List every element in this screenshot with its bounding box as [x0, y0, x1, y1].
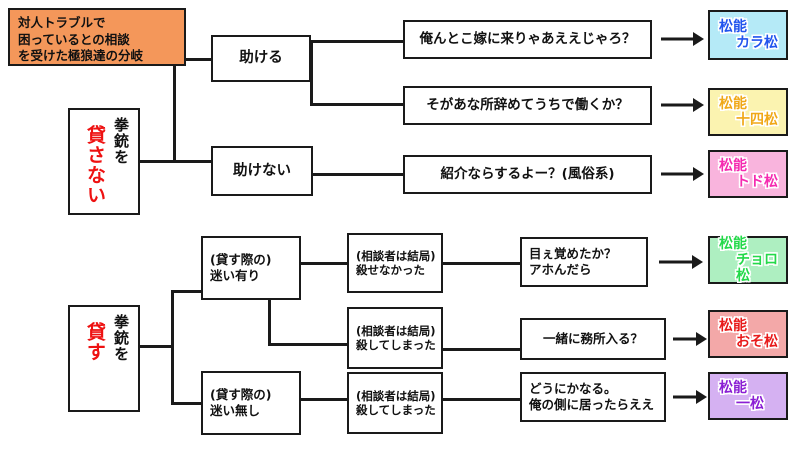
character-jushimatsu-name: 十四松	[736, 112, 778, 128]
branch-node-no-help: 助けない	[211, 146, 313, 196]
connector-root2-stem	[140, 345, 174, 348]
arrow-to-jushimatsu	[661, 97, 704, 113]
branch-node-no-hesitant: (貸す際の) 迷い無し	[201, 371, 301, 435]
branch-hesitant-line-2: 迷い有り	[210, 268, 261, 283]
connector-hesitant-to-notkill	[300, 262, 348, 265]
outcome-box-killed-1: (相談者は結局) 殺してしまった	[347, 307, 443, 369]
arrow-to-todomatsu	[661, 166, 704, 182]
root-no-lend-value: 貸さない	[84, 125, 106, 205]
root-node-no-lend: 拳銃を 貸さない	[68, 108, 140, 215]
branch-hesitant-line-1: (貸す際の)	[210, 252, 272, 268]
title-line-3: を受けた極狼達の分岐	[18, 48, 144, 63]
root-lend-label: 拳銃を	[112, 314, 130, 362]
branch-node-hesitant: (貸す際の) 迷い有り	[201, 236, 301, 300]
quote-box-choromatsu: 目ぇ覚めたか？ アホんだら	[520, 237, 648, 287]
character-box-jushimatsu: 松能 十四松	[708, 88, 788, 136]
character-box-todomatsu: 松能 トド松	[708, 150, 788, 198]
connector-killed2-to-quote6	[443, 398, 521, 401]
arrow-to-choromatsu	[659, 254, 703, 270]
outcome-box-killed-2: (相談者は結局) 殺してしまった	[347, 372, 443, 434]
outcome-killed-1-line-1: (相談者は結局)	[356, 323, 436, 338]
character-karamatsu-prefix: 松能	[719, 18, 747, 35]
root-no-lend-label: 拳銃を	[112, 117, 130, 165]
branch-no-help-label: 助けない	[233, 162, 291, 179]
connector-help-vsplit	[310, 40, 313, 105]
quote-box-karamatsu: 俺んとこ嫁に来りゃあええじゃろ？	[403, 20, 652, 59]
arrow-to-ichimatsu	[673, 389, 707, 405]
connector-help-to-quote2	[310, 103, 405, 106]
root-lend-value: 貸す	[84, 322, 106, 362]
outcome-killed-2-line-2: 殺してしまった	[356, 403, 436, 417]
character-box-choromatsu: 松能 チョロ松	[708, 236, 788, 284]
connector-root1-to-help	[173, 58, 213, 61]
outcome-could-not-kill-line-1: (相談者は結局)	[356, 248, 436, 263]
branch-no-hesitant-line-1: (貸す際の)	[210, 387, 272, 403]
connector-root2-to-nohesitant	[171, 402, 203, 405]
quote-choromatsu-line-2: アホんだら	[529, 262, 592, 277]
quote-karamatsu-text: 俺んとこ嫁に来りゃあええじゃろ？	[419, 31, 636, 48]
arrow-to-osomatsu	[673, 331, 707, 347]
character-osomatsu-name: おそ松	[736, 334, 778, 350]
quote-choromatsu-line-1: 目ぇ覚めたか？	[529, 246, 617, 262]
title-line-2: 困っているとの相談	[18, 31, 130, 47]
character-todomatsu-name: トド松	[736, 174, 778, 190]
connector-notkill-to-quote4	[443, 262, 521, 265]
branch-node-help: 助ける	[211, 35, 311, 82]
character-jushimatsu-prefix: 松能	[719, 95, 747, 112]
character-box-osomatsu: 松能 おそ松	[708, 310, 788, 358]
title-line-1: 対人トラブルで	[18, 15, 106, 30]
character-box-karamatsu: 松能 カラ松	[708, 10, 788, 60]
outcome-box-could-not-kill: (相談者は結局) 殺せなかった	[347, 233, 443, 293]
character-box-ichimatsu: 松能 一松	[708, 372, 788, 420]
connector-nohelp-to-quote3	[310, 173, 405, 176]
outcome-could-not-kill-line-2: 殺せなかった	[356, 263, 425, 277]
branch-no-hesitant-line-2: 迷い無し	[210, 403, 261, 418]
character-osomatsu-prefix: 松能	[719, 317, 747, 334]
character-ichimatsu-name: 一松	[736, 396, 764, 412]
character-choromatsu-name: チョロ松	[736, 251, 778, 285]
connector-root1-to-nohelp	[173, 160, 213, 163]
connector-hesitant-down	[268, 300, 271, 345]
connector-help-to-quote1	[310, 40, 405, 43]
quote-box-todomatsu: 紹介ならするよー？(風俗系)	[403, 155, 652, 194]
quote-box-osomatsu: 一緒に務所入る？	[520, 318, 666, 360]
quote-ichimatsu-line-1: どうにかなる。	[529, 381, 617, 397]
quote-jushimatsu-text: そがあな所辞めてうちで働くか？	[426, 97, 629, 114]
character-ichimatsu-prefix: 松能	[719, 379, 747, 396]
quote-box-jushimatsu: そがあな所辞めてうちで働くか？	[403, 86, 652, 125]
connector-hesitant-to-killed1	[268, 343, 348, 346]
connector-root1-vsplit	[173, 58, 176, 163]
connector-root2-to-hesitant	[171, 290, 203, 293]
quote-osomatsu-text: 一緒に務所入る？	[542, 331, 643, 347]
quote-box-ichimatsu: どうにかなる。 俺の側に居ったらええ	[520, 372, 666, 422]
outcome-killed-1-line-2: 殺してしまった	[356, 338, 436, 352]
branch-help-label: 助ける	[239, 50, 283, 67]
quote-todomatsu-text: 紹介ならするよー？(風俗系)	[440, 166, 615, 183]
connector-root2-vsplit	[171, 290, 174, 405]
root-node-lend: 拳銃を 貸す	[68, 305, 140, 412]
connector-killed1-to-quote5	[443, 348, 521, 351]
character-todomatsu-prefix: 松能	[719, 157, 747, 174]
connector-nohesitant-to-killed2	[300, 398, 348, 401]
arrow-to-karamatsu	[661, 31, 704, 47]
title-box: 対人トラブルで 困っているとの相談 を受けた極狼達の分岐	[8, 8, 186, 66]
character-choromatsu-prefix: 松能	[719, 235, 747, 252]
outcome-killed-2-line-1: (相談者は結局)	[356, 388, 436, 403]
connector-root1-stem	[140, 160, 176, 163]
quote-ichimatsu-line-2: 俺の側に居ったらええ	[529, 397, 655, 412]
character-karamatsu-name: カラ松	[736, 35, 778, 51]
